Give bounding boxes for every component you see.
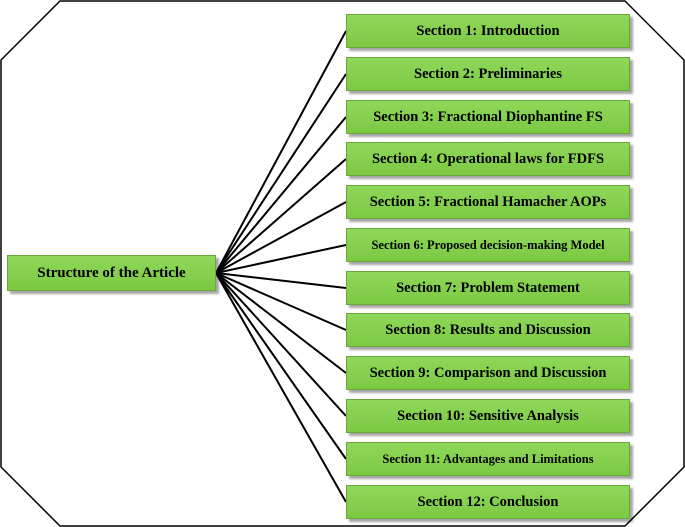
connector-line-8 [215, 272, 347, 331]
connector-line-7 [215, 272, 347, 289]
connector-line-9 [215, 272, 347, 374]
section-10-node: Section 10: Sensitive Analysis [346, 399, 630, 433]
connector-lines [215, 30, 347, 503]
section-2-node: Section 2: Preliminaries [346, 57, 630, 91]
connector-line-2 [215, 73, 347, 274]
connector-line-6 [215, 244, 347, 274]
connector-line-12 [215, 272, 347, 503]
section-6-node: Section 6: Proposed decision-making Mode… [346, 228, 630, 262]
connector-line-10 [215, 272, 347, 417]
connector-line-4 [215, 158, 347, 274]
section-5-node: Section 5: Fractional Hamacher AOPs [346, 185, 630, 219]
section-11-node: Section 11: Advantages and Limitations [346, 442, 630, 476]
section-9-node: Section 9: Comparison and Discussion [346, 356, 630, 390]
root-node: Structure of the Article [7, 255, 216, 291]
section-7-node: Section 7: Problem Statement [346, 271, 630, 305]
connector-line-3 [215, 116, 347, 274]
section-8-node: Section 8: Results and Discussion [346, 313, 630, 347]
section-1-node: Section 1: Introduction [346, 14, 630, 48]
connector-line-5 [215, 201, 347, 274]
connector-line-1 [215, 30, 347, 274]
section-3-node: Section 3: Fractional Diophantine FS [346, 100, 630, 134]
section-12-node: Section 12: Conclusion [346, 485, 630, 519]
section-4-node: Section 4: Operational laws for FDFS [346, 142, 630, 176]
connector-line-11 [215, 272, 347, 460]
